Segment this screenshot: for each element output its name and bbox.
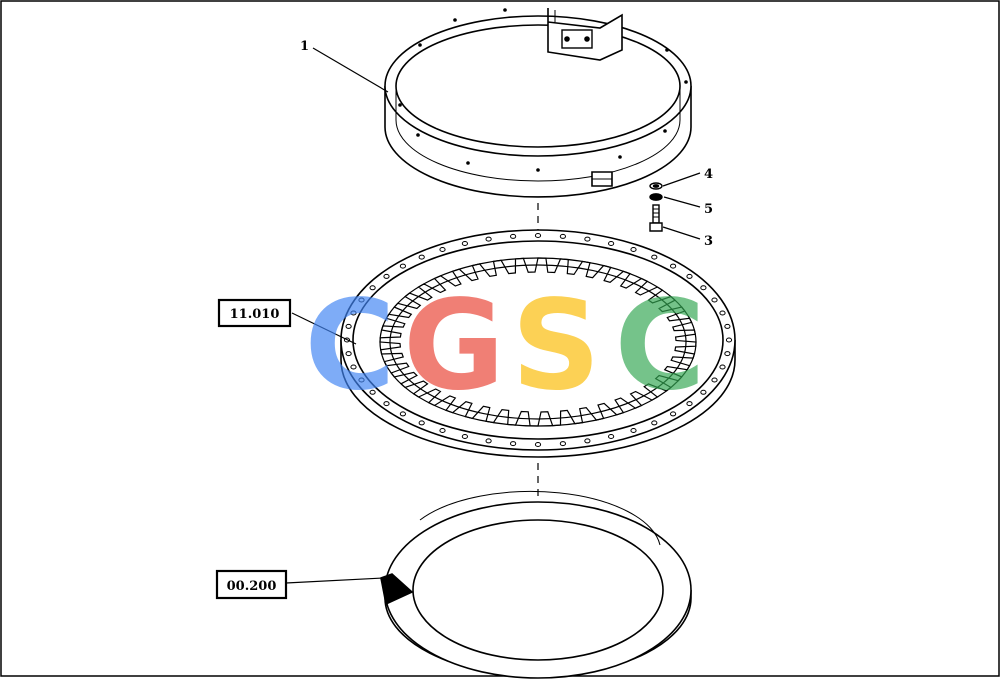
callout-3: 3 xyxy=(704,234,713,249)
gear-bolt-hole xyxy=(686,401,693,407)
fastener-stack xyxy=(649,182,663,232)
gear-bolt-hole xyxy=(358,297,365,303)
watermark-letter-g: G xyxy=(403,274,505,418)
gear-bolt-hole xyxy=(670,411,677,417)
gear-bolt-hole xyxy=(383,273,390,279)
upper-housing-ring xyxy=(384,8,692,198)
gear-bolt-hole xyxy=(350,364,357,370)
gear-bolt-hole xyxy=(584,236,591,242)
gear-bolt-hole xyxy=(350,310,357,316)
gear-bolt-hole xyxy=(559,233,567,239)
callout-1: 1 xyxy=(300,39,309,54)
gear-bolt-hole xyxy=(439,247,446,252)
gear-bolt-hole xyxy=(509,233,517,239)
callout-5: 5 xyxy=(704,202,713,217)
gear-bolt-hole xyxy=(399,263,406,269)
watermark-letter-s: S xyxy=(511,274,600,418)
gear-bolt-hole xyxy=(719,310,726,316)
gear-bolt-hole xyxy=(630,428,637,433)
gear-bolt-hole xyxy=(630,247,637,252)
gear-bolt-hole xyxy=(369,389,376,395)
gear-bolt-hole xyxy=(345,323,352,329)
gear-bolt-hole xyxy=(461,241,468,246)
gear-bolt-hole xyxy=(345,351,352,357)
gear-bolt-hole xyxy=(686,273,693,279)
bolt-3 xyxy=(652,204,660,224)
gear-bolt-hole xyxy=(711,377,718,383)
gear-bolt-hole xyxy=(383,401,390,407)
gear-bolt-hole xyxy=(608,241,615,246)
watermark-letter-c2: C xyxy=(614,274,705,418)
gear-bolt-hole xyxy=(439,428,446,433)
gear-bolt-hole xyxy=(724,323,731,329)
ring-gear xyxy=(340,229,736,458)
gear-bolt-hole xyxy=(418,254,425,260)
gear-bolt-hole xyxy=(461,434,468,439)
gear-bolt-hole xyxy=(719,364,726,370)
gear-bolt-hole xyxy=(608,434,615,439)
gear-bolt-hole xyxy=(724,351,731,357)
gear-bolt-hole xyxy=(584,438,591,444)
gear-bolt-hole xyxy=(369,285,376,291)
gear-bolt-hole xyxy=(651,420,658,426)
gear-bolt-hole xyxy=(358,377,365,383)
washer-5 xyxy=(649,193,663,201)
leader-lines xyxy=(285,47,701,584)
ref-box-seal: 00.200 xyxy=(215,569,288,600)
gear-bolt-hole xyxy=(485,438,492,444)
gear-bolt-hole xyxy=(559,441,567,447)
gear-bolt-hole xyxy=(485,236,492,242)
gear-bolt-hole xyxy=(651,254,658,260)
gear-bolt-hole xyxy=(418,420,425,426)
gear-teeth xyxy=(379,257,697,427)
gear-bolt-hole xyxy=(509,441,517,447)
watermark-logo: C G S C xyxy=(304,274,705,418)
gear-bolt-hole xyxy=(534,233,542,238)
callout-4: 4 xyxy=(704,167,713,182)
gear-bolt-hole xyxy=(711,297,718,303)
lower-seal-ring xyxy=(380,490,692,679)
svg-text:00.200: 00.200 xyxy=(227,579,277,594)
ref-box-ring-gear: 11.010 xyxy=(217,298,292,328)
svg-text:11.010: 11.010 xyxy=(230,307,280,322)
gear-bolt-hole xyxy=(670,263,677,269)
gear-bolt-hole xyxy=(700,389,707,395)
watermark-letter-c1: C xyxy=(304,274,395,418)
gear-bolt-hole xyxy=(399,411,406,417)
gear-bolt-hole xyxy=(725,337,733,343)
gear-bolt-hole xyxy=(534,442,542,447)
gear-bolt-hole xyxy=(700,285,707,291)
